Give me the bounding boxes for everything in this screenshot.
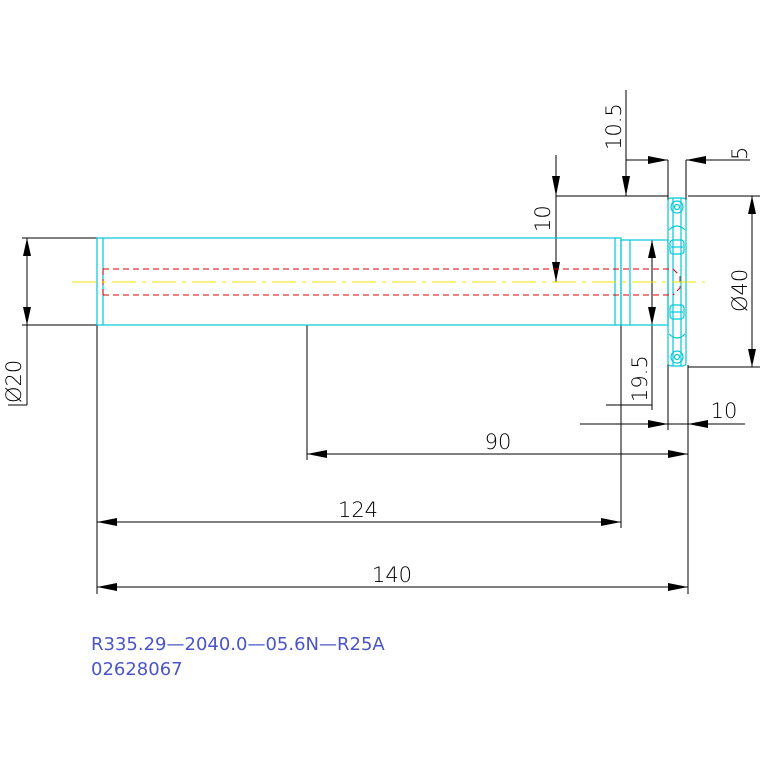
diameter-40-label: Ø40 (728, 269, 752, 312)
dimension-arrows (23, 156, 756, 591)
length-5-label: 5 (728, 147, 752, 160)
length-10-5-label: 10.5 (602, 103, 626, 150)
length-140-label: 140 (372, 563, 412, 587)
diameter-20-label: Ø20 (2, 360, 26, 403)
part-code: R335.29—2040.0—05.6N—R25A (91, 634, 385, 655)
length-10-vertical-label: 10 (531, 205, 555, 232)
length-124-label: 124 (338, 498, 378, 522)
length-10-label: 10 (711, 399, 738, 423)
length-90-label: 90 (485, 430, 512, 454)
dimension-lines (8, 90, 760, 594)
part-number: 02628067 (91, 659, 183, 680)
length-19-5-label: 19.5 (628, 355, 652, 402)
